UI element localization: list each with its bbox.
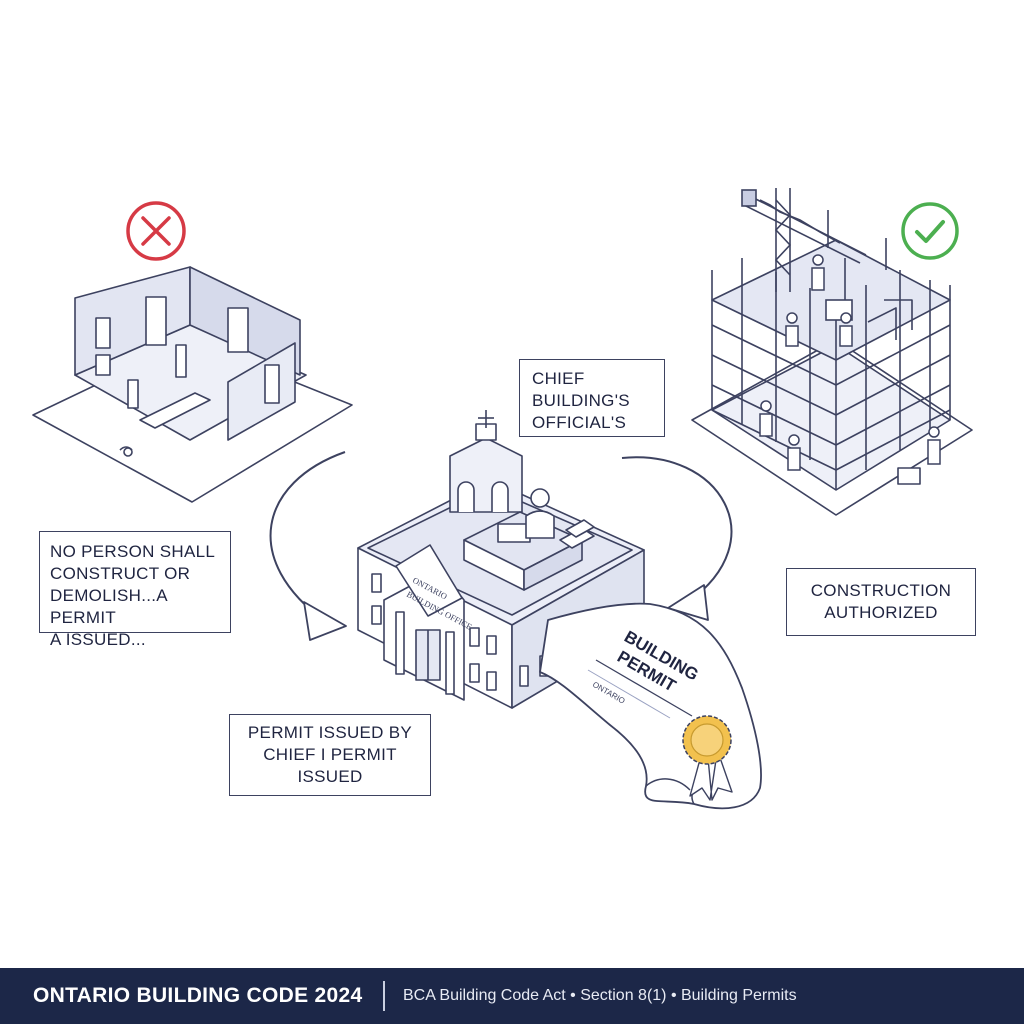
- permit-issued-callout: PERMIT ISSUED BY CHIEF I PERMIT ISSUED: [229, 714, 431, 796]
- building-office: [357, 410, 645, 709]
- chief-building-official-callout: CHIEF BUILDING'S OFFICIAL'S: [519, 359, 665, 437]
- rejected-icon: [126, 201, 186, 261]
- footer-subtitle: BCA Building Code Act • Section 8(1) • B…: [402, 987, 797, 1004]
- flow-arrow-left: [259, 441, 356, 641]
- footer-divider: [383, 981, 385, 1011]
- approved-icon: [901, 202, 959, 260]
- no-person-shall-text: NO PERSON SHALL CONSTRUCT OR DEMOLISH...…: [50, 542, 216, 649]
- no-person-shall-callout: NO PERSON SHALL CONSTRUCT OR DEMOLISH...…: [39, 531, 231, 649]
- permit-seal-icon: [682, 715, 733, 801]
- permit-process-illustration: ONTARIO BUILDING OFFICE BUILDING PERMIT …: [32, 188, 973, 810]
- construction-authorized-callout: CONSTRUCTION AUTHORIZED: [786, 568, 976, 636]
- building-permit-scroll: BUILDING PERMIT ONTARIO: [539, 602, 762, 810]
- construction-workers: [759, 254, 941, 471]
- construction-authorized-text: CONSTRUCTION AUTHORIZED: [810, 581, 952, 622]
- flow-arrow-right: [611, 446, 743, 621]
- footer-bar: ONTARIO BUILDING CODE 2024 BCA Building …: [0, 968, 1024, 1024]
- permit-issued-text: PERMIT ISSUED BY CHIEF I PERMIT ISSUED: [247, 723, 413, 786]
- unpermitted-building: [32, 266, 353, 503]
- footer-title: ONTARIO BUILDING CODE 2024: [33, 984, 363, 1007]
- chief-building-official-text: CHIEF BUILDING'S OFFICIAL'S: [532, 369, 630, 432]
